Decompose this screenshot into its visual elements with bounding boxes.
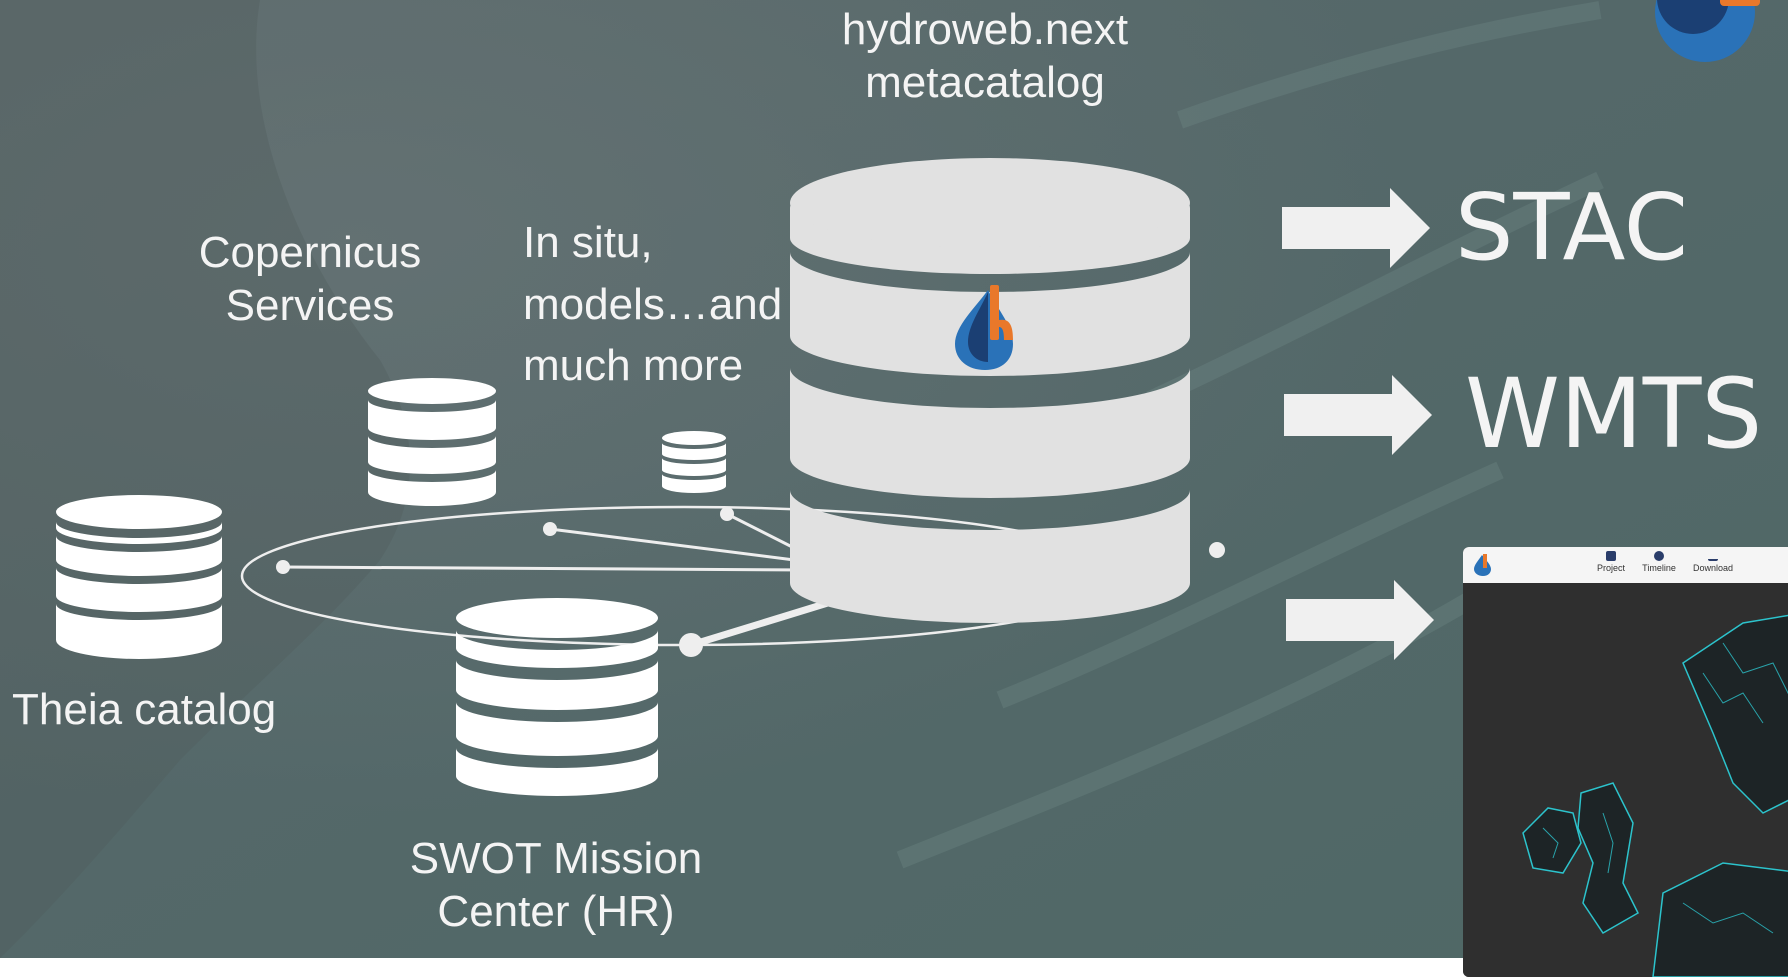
corner-logo-icon — [1655, 0, 1760, 62]
app-preview-toolbar: Project Timeline Download — [1463, 547, 1788, 583]
copernicus-database-icon — [368, 378, 496, 506]
insitu-label: In situ, models…and much more — [523, 212, 782, 397]
app-tab-project-label: Project — [1596, 563, 1625, 573]
metacatalog-title-line1: hydroweb.next — [841, 5, 1129, 54]
copernicus-label-line1: Copernicus — [198, 228, 422, 277]
output-arrows — [1282, 188, 1434, 660]
wmts-arrow-icon — [1284, 375, 1432, 455]
copernicus-label: Copernicus Services — [170, 227, 450, 333]
stac-arrow-icon — [1282, 188, 1430, 268]
app-arrow-icon — [1286, 580, 1434, 660]
theia-database-icon — [56, 495, 222, 659]
swot-label-line2: Center (HR) — [437, 886, 675, 936]
app-tab-download-label: Download — [1692, 563, 1734, 573]
europe-map — [1463, 583, 1788, 977]
app-tab-timeline[interactable]: Timeline — [1629, 551, 1689, 573]
insitu-label-line2: models…and — [523, 279, 783, 329]
swot-database-icon — [456, 598, 658, 796]
metacatalog-title-line2: metacatalog — [865, 57, 1105, 107]
insitu-database-icon — [662, 431, 726, 493]
insitu-label-line1: In situ, — [523, 218, 653, 267]
swot-label: SWOT Mission Center (HR) — [398, 833, 714, 939]
app-tab-download[interactable]: Download — [1683, 551, 1743, 573]
connection-nodes — [276, 507, 1225, 657]
metacatalog-database — [790, 158, 1190, 623]
app-tab-project[interactable]: Project — [1581, 551, 1641, 573]
theia-label: Theia catalog — [12, 685, 277, 734]
copernicus-label-line2: Services — [225, 280, 395, 330]
land-mass — [0, 0, 410, 958]
hydroweb-logo-icon — [955, 285, 1013, 370]
app-logo-icon — [1474, 554, 1491, 576]
swot-label-line1: SWOT Mission — [409, 834, 703, 883]
metacatalog-title: hydroweb.next metacatalog — [830, 4, 1140, 110]
app-preview: Project Timeline Download — [1463, 547, 1788, 977]
app-tab-timeline-label: Timeline — [1642, 563, 1676, 573]
wmts-label: WMTS — [1465, 358, 1763, 470]
stac-label: STAC — [1455, 174, 1689, 281]
insitu-label-line3: much more — [523, 341, 744, 391]
